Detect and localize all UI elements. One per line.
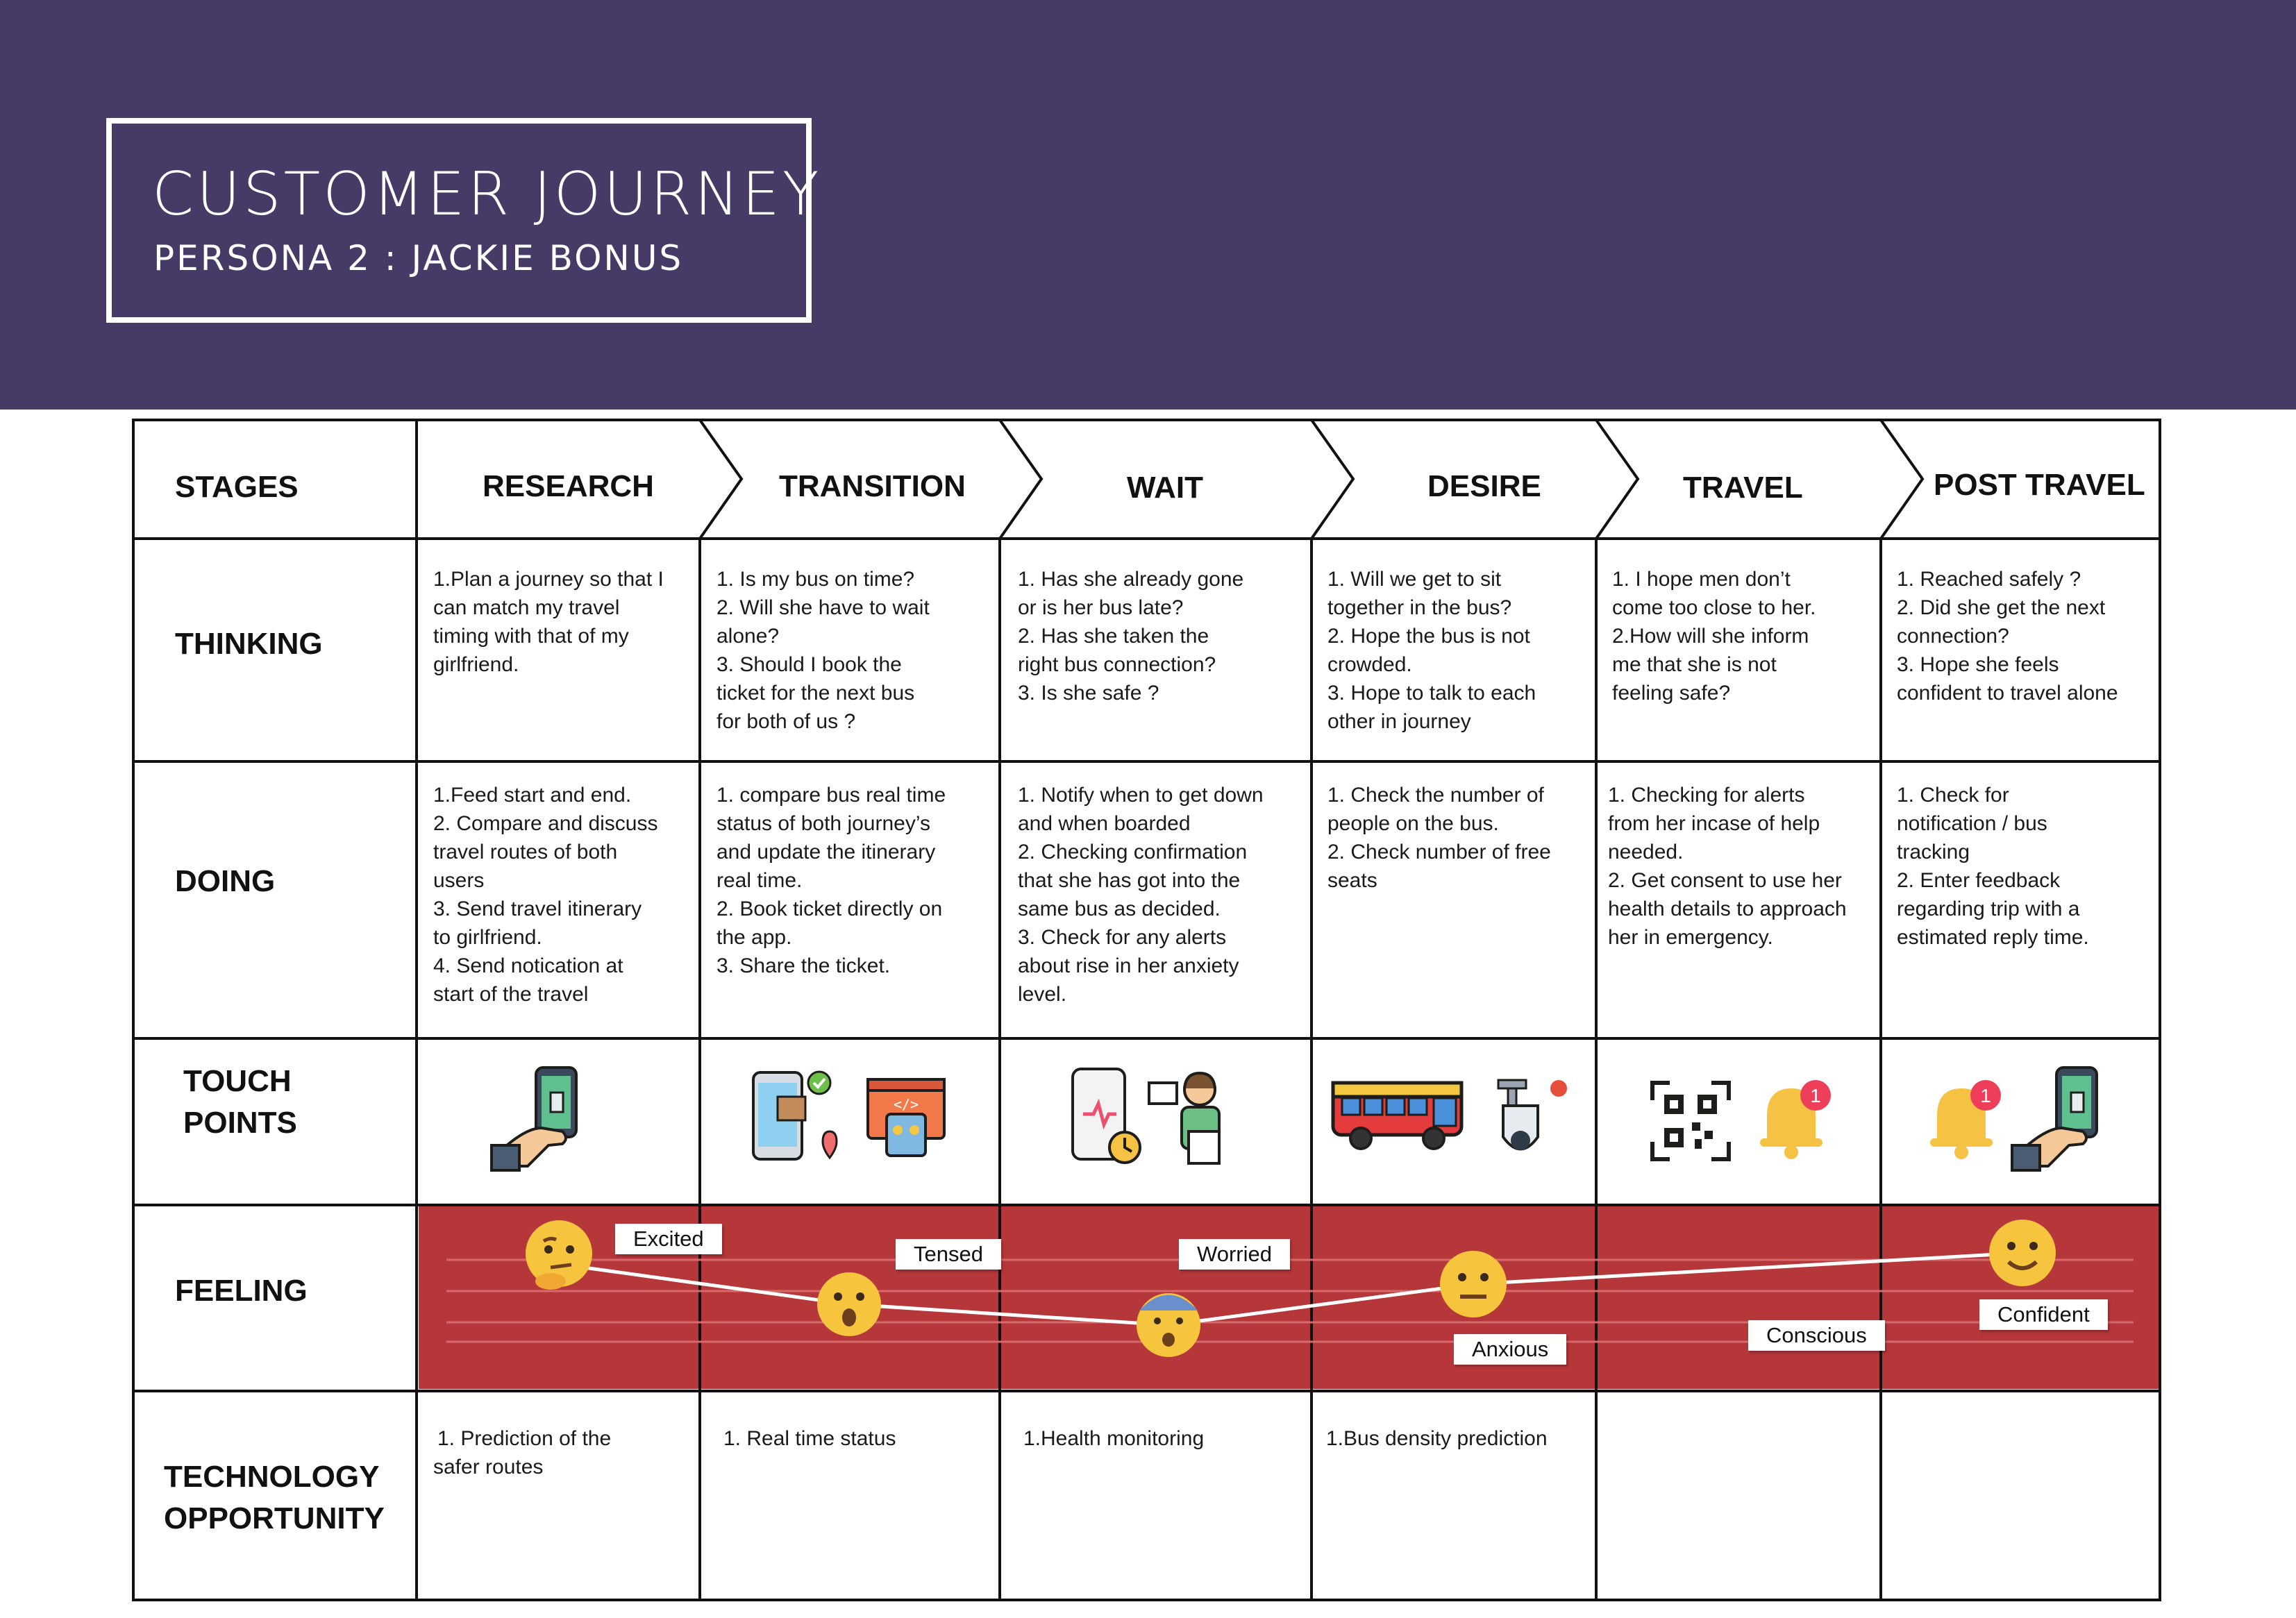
doing-label: DOING xyxy=(175,864,276,898)
stage-research: RESEARCH xyxy=(483,469,654,503)
technology-desire: 1.Bus density prediction xyxy=(1326,1427,1548,1450)
thinking-label: THINKING xyxy=(175,627,323,661)
emotion-tag-anxious: Anxious xyxy=(1454,1334,1567,1365)
touch-points-label-1: TOUCH xyxy=(183,1064,292,1098)
phone-heartbeat-clock-icon xyxy=(1071,1068,1141,1164)
support-agent-icon xyxy=(1148,1071,1221,1165)
technology-wait: 1.Health monitoring xyxy=(1023,1427,1205,1450)
page-subtitle: PERSONA 2 : JACKIE BONUS xyxy=(153,238,684,278)
title-box: CUSTOMER JOURNEY PERSONA 2 : JACKIE BONU… xyxy=(106,118,819,323)
notification-bell-icon: 1 xyxy=(1760,1080,1831,1159)
bell-badge-count: 1 xyxy=(1810,1085,1821,1106)
touch-points-label-2: POINTS xyxy=(183,1106,297,1140)
stage-desire: DESIRE xyxy=(1427,469,1541,503)
emotion-tag-conscious: Conscious xyxy=(1748,1320,1885,1351)
technology-label-1: TECHNOLOGY xyxy=(164,1460,380,1494)
header-band: CUSTOMER JOURNEY PERSONA 2 : JACKIE BONU… xyxy=(0,0,2296,410)
hand-holding-phone-icon xyxy=(490,1066,578,1172)
emotion-tag-confident: Confident xyxy=(1979,1299,2108,1330)
frowning-face-icon xyxy=(817,1272,881,1336)
phone-map-package-icon xyxy=(752,1070,838,1161)
doing-research: 1.Feed start and end.2. Compare and disc… xyxy=(433,784,658,1006)
feeling-label: FEELING xyxy=(175,1274,308,1308)
svg-text:</>: </> xyxy=(894,1096,919,1113)
thinking-post-travel: 1. Reached safely ?2. Did she get the ne… xyxy=(1897,568,2118,705)
page-title: CUSTOMER JOURNEY xyxy=(152,160,822,229)
anxious-face-icon xyxy=(1137,1293,1200,1357)
stage-transition: TRANSITION xyxy=(779,469,966,503)
bus-icon xyxy=(1331,1081,1464,1150)
neutral-face-icon xyxy=(1440,1251,1507,1317)
stage-travel: TRAVEL xyxy=(1683,471,1803,505)
smiling-face-icon xyxy=(1989,1220,2056,1286)
stage-post-travel: POST TRAVEL xyxy=(1934,468,2145,502)
notification-bell-icon: 1 xyxy=(1930,1080,2001,1159)
thinking-face-icon xyxy=(526,1220,592,1290)
bell-badge-count: 1 xyxy=(1980,1085,1991,1106)
hand-holding-phone-icon xyxy=(2011,1066,2098,1172)
technology-transition: 1. Real time status xyxy=(723,1427,896,1450)
robot-browser-icon: </> xyxy=(866,1078,946,1157)
technology-label-2: OPPORTUNITY xyxy=(164,1501,385,1535)
thinking-transition: 1. Is my bus on time?2. Will she have to… xyxy=(717,568,930,733)
stage-wait: WAIT xyxy=(1127,471,1203,505)
emotion-tag-excited: Excited xyxy=(615,1224,722,1254)
qr-code-icon xyxy=(1650,1081,1731,1161)
emotion-tag-tensed: Tensed xyxy=(896,1239,1001,1270)
emotion-tag-worried: Worried xyxy=(1179,1239,1290,1270)
stages-label: STAGES xyxy=(175,470,299,504)
security-camera-icon xyxy=(1497,1079,1567,1151)
